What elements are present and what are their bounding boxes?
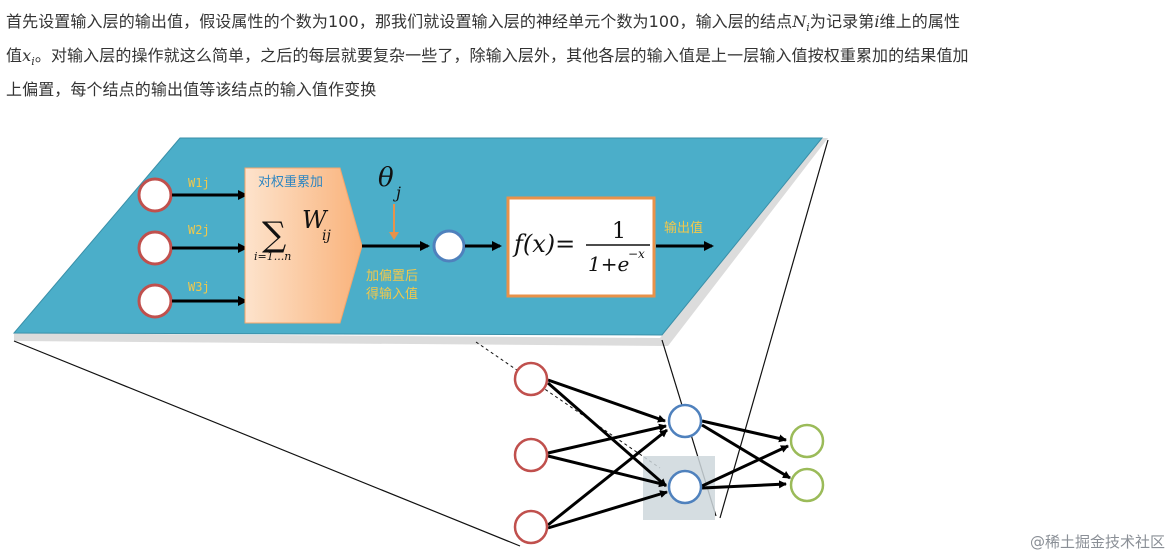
connection (547, 423, 667, 455)
activation-function-box (506, 196, 656, 298)
neuron-node (432, 229, 466, 263)
connection (547, 378, 666, 423)
paragraph-line-3: 上偏置，每个结点的输出值等该结点的输入值作变换 (6, 80, 377, 100)
input-node (513, 509, 549, 545)
connection (547, 490, 668, 530)
function-exponent: −x (628, 247, 645, 261)
hidden-node (667, 469, 703, 505)
sum-box-title: 对权重累加 (258, 174, 323, 190)
input-node (137, 283, 173, 319)
sum-index: i=1...n (254, 250, 291, 263)
connection (547, 381, 667, 488)
watermark: @稀土掘金技术社区 (1029, 533, 1165, 551)
function-numerator: 1 (612, 219, 626, 244)
input-node (137, 230, 173, 266)
sum-term: W (302, 206, 329, 234)
projection-line-dashed (475, 341, 661, 469)
paragraph-line-2: 值xi。对输入层的操作就这么简单，之后的每层就要复杂一些了，除输入层外，其他各层… (6, 46, 969, 69)
input-node (513, 361, 549, 397)
connection (701, 480, 787, 490)
input-node (513, 437, 549, 473)
weight-label-3: W3j (188, 280, 210, 294)
input-node (137, 177, 173, 213)
output-node (789, 467, 825, 503)
bias-label-2: 得输入值 (366, 286, 418, 302)
weighted-sum-box (244, 167, 363, 324)
paragraph-line-1: 首先设置输入层的输出值，假设属性的个数为100，那我们就设置输入层的神经单元个数… (6, 12, 961, 35)
projection-line (13, 340, 521, 547)
var-N: Ni (792, 12, 810, 35)
var-i: i (874, 12, 880, 31)
sum-term-sub: ij (322, 228, 331, 244)
connection (701, 444, 789, 488)
neuron-plane (12, 137, 824, 336)
weight-label-2: W2j (188, 223, 210, 237)
theta-symbol: θ (378, 163, 394, 193)
hidden-node (667, 403, 703, 439)
output-label: 输出值 (664, 220, 703, 236)
weight-label-1: W1j (188, 176, 210, 190)
var-x: xi (22, 46, 35, 69)
output-node (789, 423, 825, 459)
connection (547, 428, 668, 527)
intro-paragraph: 首先设置输入层的输出值，假设属性的个数为100，那我们就设置输入层的神经单元个数… (6, 8, 1166, 104)
figure-svg: W1j W2j W3j 对权重累加 ∑ i=1...n W ij θ j 加偏置… (12, 137, 829, 547)
function-denominator: 1+e (588, 252, 629, 276)
projection-line (719, 139, 829, 519)
bias-arrow-head (389, 232, 399, 240)
connection (701, 423, 791, 480)
bias-label-1: 加偏置后 (366, 269, 418, 284)
theta-sub: j (393, 183, 401, 202)
connection (547, 454, 667, 488)
function-lhs: f(x)= (512, 230, 575, 258)
neural-network-figure: W1j W2j W3j 对权重累加 ∑ i=1...n W ij θ j 加偏置… (0, 128, 840, 558)
sum-symbol: ∑ (262, 215, 286, 255)
connection (701, 419, 787, 443)
